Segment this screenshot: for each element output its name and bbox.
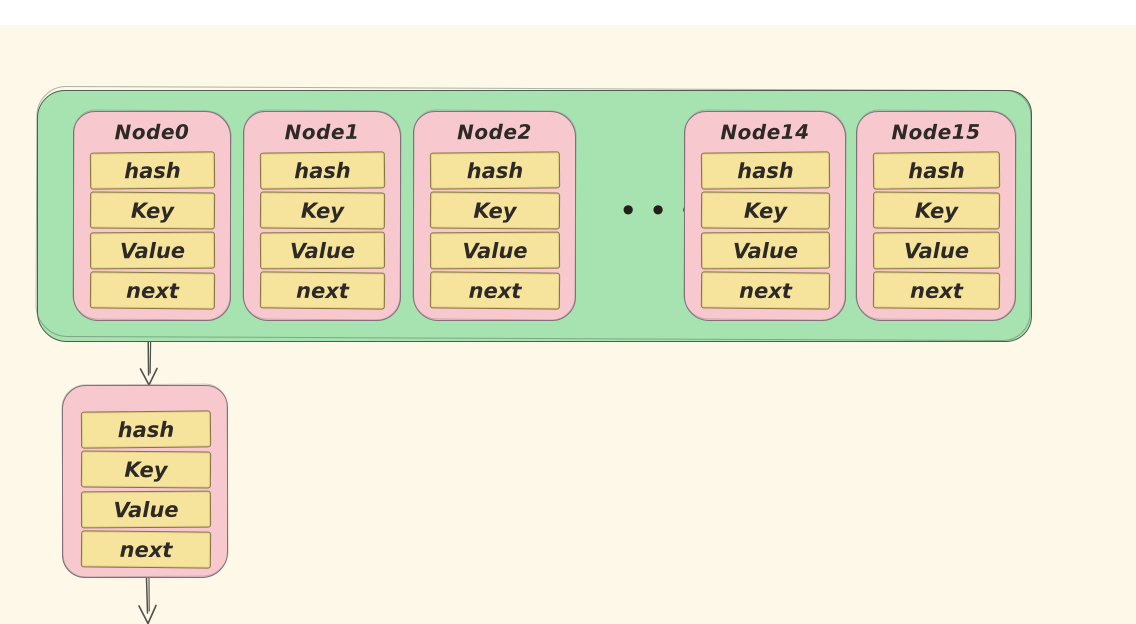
arrow-down-icon [133,578,161,624]
node-title: Node2 [457,119,532,145]
node-card-node0: Node0 hash Key Value next [73,111,231,321]
node-card-node2: Node2 hash Key Value next [413,111,576,321]
field-value: Value [872,231,1001,270]
field-next: next [872,271,1001,310]
top-white-strip [0,0,1136,25]
field-list: hash Key Value next [700,151,831,312]
diagram-canvas: Node0 hash Key Value next Node1 hash Key… [0,25,1136,624]
field-value: Value [259,231,386,270]
field-hash: hash [259,151,386,190]
node-title: Node14 [720,119,810,145]
field-value: Value [700,231,831,270]
node-title: Node0 [114,119,190,145]
node-card-node1: Node1 hash Key Value next [243,111,401,321]
field-key: Key [700,191,831,230]
node-card-node14: Node14 hash Key Value next [684,111,846,321]
field-value: Value [89,231,216,270]
field-hash: hash [700,151,831,190]
field-hash: hash [80,410,212,449]
field-key: Key [259,191,386,230]
field-next: next [429,271,561,310]
field-list: hash Key Value next [429,151,561,312]
arrow-down-icon [136,342,162,386]
field-value: Value [80,490,212,529]
field-list: hash Key Value next [80,410,212,571]
field-list: hash Key Value next [89,151,216,312]
field-key: Key [872,191,1001,230]
overflow-node-card: hash Key Value next [62,385,228,578]
field-value: Value [429,231,561,270]
field-hash: hash [429,151,561,190]
field-key: Key [429,191,561,230]
field-next: next [700,271,831,310]
field-hash: hash [872,151,1001,190]
field-key: Key [89,191,216,230]
node-card-node15: Node15 hash Key Value next [856,111,1016,321]
field-list: hash Key Value next [259,151,386,312]
field-next: next [80,530,212,569]
field-key: Key [80,450,212,489]
node-title: Node15 [891,119,981,145]
node-title: Node1 [284,119,360,145]
bucket-array-container: Node0 hash Key Value next Node1 hash Key… [37,90,1032,342]
field-list: hash Key Value next [872,151,1001,312]
field-hash: hash [89,151,216,190]
field-next: next [259,271,386,310]
field-next: next [89,271,216,310]
